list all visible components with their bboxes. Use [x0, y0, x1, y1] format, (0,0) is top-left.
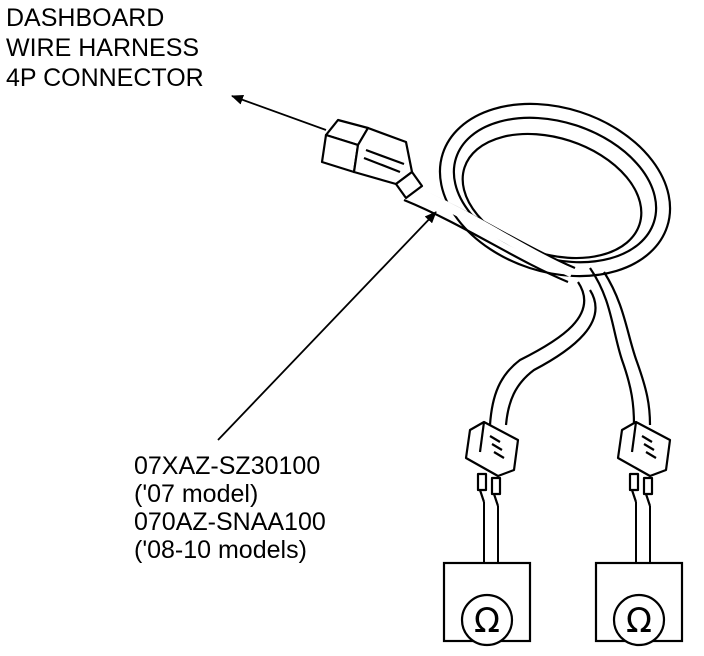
- dashboard-4p-connector: [320, 118, 424, 200]
- probe-plug-left: [464, 420, 520, 507]
- ohm-symbol-right: Ω: [626, 601, 652, 641]
- ohmmeter-left: Ω: [442, 561, 532, 647]
- harness-callout: 07XAZ-SZ30100 ('07 model) 070AZ-SNAA100 …: [134, 452, 326, 564]
- harness-callout-line: 07XAZ-SZ30100: [134, 452, 320, 480]
- ohm-dial-right: [612, 593, 666, 647]
- harness-callout-line: ('07 model): [134, 480, 258, 508]
- harness-callout-line: ('08-10 models): [134, 536, 307, 564]
- connector-callout: DASHBOARD WIRE HARNESS 4P CONNECTOR: [6, 4, 204, 92]
- ohm-symbol-left: Ω: [474, 601, 500, 641]
- connector-callout-line: 4P CONNECTOR: [6, 64, 204, 92]
- meter-leads: [483, 502, 651, 565]
- harness-branch-right: [589, 267, 652, 426]
- ohm-dial-left: [460, 593, 514, 647]
- harness-branch-left: [488, 281, 597, 426]
- connector-callout-line: DASHBOARD: [6, 4, 164, 32]
- connector-callout-line: WIRE HARNESS: [6, 34, 199, 62]
- ohmmeter-right: Ω: [594, 561, 684, 647]
- harness-leader-arrow: [217, 211, 437, 441]
- harness-callout-line: 070AZ-SNAA100: [134, 508, 326, 536]
- harness-coil: [438, 102, 672, 278]
- connector-leader-arrow: [231, 95, 327, 131]
- probe-plug-right: [616, 420, 672, 507]
